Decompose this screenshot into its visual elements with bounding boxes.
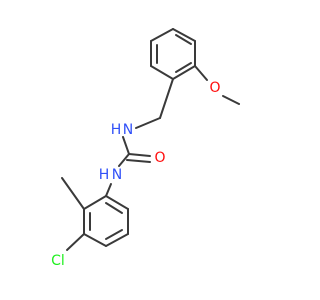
bond xyxy=(61,177,85,210)
bond xyxy=(105,202,123,214)
bond xyxy=(159,78,174,119)
bond xyxy=(122,136,130,155)
bond xyxy=(66,233,85,251)
amine-nitrogen-lower-label: N xyxy=(112,167,122,183)
bond xyxy=(135,117,161,129)
bond xyxy=(172,65,196,80)
bond xyxy=(105,233,129,247)
bond xyxy=(150,28,174,42)
amine-hydrogen-lower-label: H xyxy=(99,167,110,183)
bond xyxy=(150,65,174,80)
bond xyxy=(105,183,112,197)
molecule-diagram: O N H O N H Cl xyxy=(51,28,240,269)
bond xyxy=(83,195,107,210)
bond xyxy=(105,229,123,240)
bond xyxy=(128,153,151,157)
bond xyxy=(83,233,107,247)
bond xyxy=(175,62,192,73)
atom-labels: O N H O N H Cl xyxy=(51,80,220,269)
amine-nitrogen-upper-label: N xyxy=(123,122,133,138)
bond xyxy=(175,34,192,45)
bond xyxy=(126,159,151,163)
bond xyxy=(194,65,208,81)
structure-canvas: O N H O N H Cl xyxy=(51,28,240,269)
carbonyl-oxygen-label: O xyxy=(154,150,165,166)
bond xyxy=(118,153,130,167)
bonds xyxy=(61,28,240,251)
bond xyxy=(105,195,129,210)
bond xyxy=(172,28,196,42)
methoxy-oxygen-label: O xyxy=(209,80,220,96)
chlorine-label: Cl xyxy=(51,253,65,269)
amine-hydrogen-upper-label: H xyxy=(111,122,122,138)
bond xyxy=(222,95,240,105)
